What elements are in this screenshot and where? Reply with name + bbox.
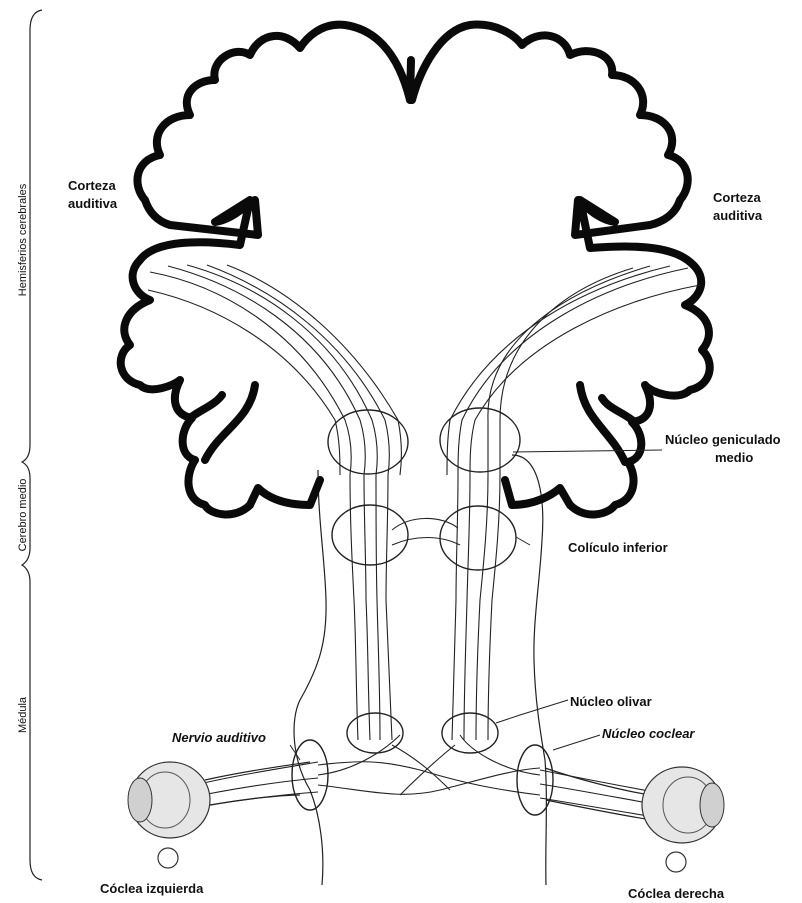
label-inferior-colliculus: Colículo inferior — [568, 540, 668, 555]
label-cortex-left-line2: auditiva — [68, 196, 118, 211]
right-cochlea — [642, 767, 724, 872]
left-medial-geniculate-nucleus — [328, 410, 408, 474]
left-olivary-nucleus — [347, 713, 403, 753]
left-cochlear-nucleus — [292, 740, 328, 810]
label-cortex-right-line1: Corteza — [713, 190, 761, 205]
label-cochlear-nucleus: Núcleo coclear — [602, 726, 695, 741]
right-cortical-fibers — [447, 266, 700, 475]
label-cochlea-right: Cóclea derecha — [628, 886, 725, 901]
label-geniculate-line2: medio — [715, 450, 753, 465]
right-vertical-fibers — [452, 475, 500, 740]
brainstem-outline — [205, 455, 652, 885]
side-brace — [22, 10, 42, 880]
colliculus-commissure — [392, 518, 460, 545]
side-label-midbrain: Cerebro medio — [17, 479, 29, 552]
side-label-hemispheres: Hemisferios cerebrales — [17, 183, 29, 296]
label-cortex-left-line1: Corteza — [68, 178, 116, 193]
right-medial-geniculate-nucleus — [440, 408, 520, 472]
left-cerebral-hemisphere — [121, 25, 410, 515]
interhemispheric-fissure — [410, 60, 411, 100]
label-olivary-nucleus: Núcleo olivar — [570, 694, 652, 709]
left-inferior-colliculus — [332, 505, 408, 565]
left-cochlea — [128, 762, 210, 868]
left-vertical-fibers — [350, 475, 392, 740]
right-inferior-colliculus — [440, 506, 516, 570]
label-geniculate-line1: Núcleo geniculado — [665, 432, 781, 447]
label-cochlea-left: Cóclea izquierda — [100, 881, 204, 896]
side-label-medulla: Médula — [17, 696, 29, 733]
label-auditory-nerve: Nervio auditivo — [172, 730, 266, 745]
right-olivary-nucleus — [442, 713, 498, 753]
label-cortex-right-line2: auditiva — [713, 208, 763, 223]
right-cochlear-nucleus — [517, 745, 553, 815]
